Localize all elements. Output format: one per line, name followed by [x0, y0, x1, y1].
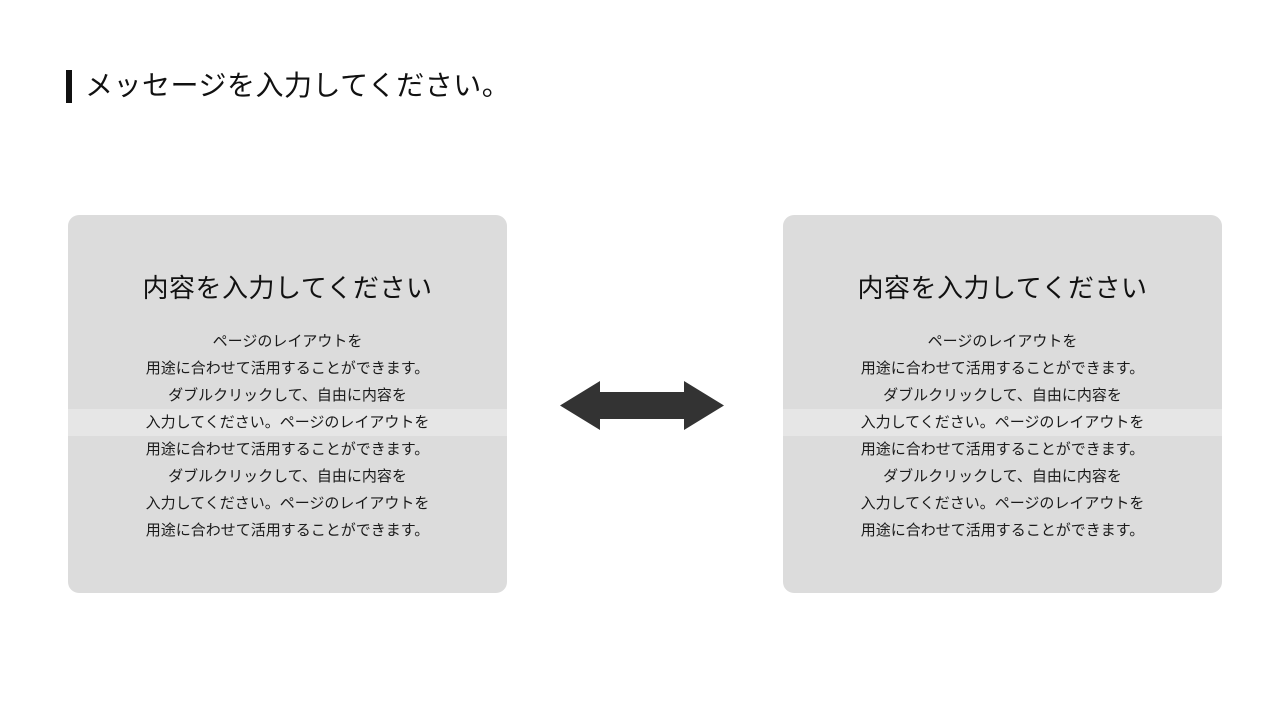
card-right-body-line: 入力してください。ページのレイアウトを	[860, 494, 1145, 512]
card-left-body-line: ダブルクリックして、自由に内容を	[168, 386, 407, 404]
card-right-heading: 内容を入力してください	[857, 274, 1148, 304]
card-right-body-line: 用途に合わせて活用することができます。	[860, 521, 1145, 539]
content-card-left[interactable]: 内容を入力してください ページのレイアウトを 用途に合わせて活用することができま…	[68, 215, 507, 593]
page-title-text: メッセージを入力してください。	[85, 69, 511, 102]
card-right-body-line: ダブルクリックして、自由に内容を	[883, 386, 1122, 404]
card-left-body-line: ダブルクリックして、自由に内容を	[168, 467, 407, 485]
card-left-body[interactable]: ページのレイアウトを 用途に合わせて活用することができます。 ダブルクリックして…	[68, 328, 507, 544]
card-left-body-line: 用途に合わせて活用することができます。	[145, 440, 430, 458]
content-card-right[interactable]: 内容を入力してください ページのレイアウトを 用途に合わせて活用することができま…	[783, 215, 1222, 593]
card-right-body-line: 用途に合わせて活用することができます。	[860, 440, 1145, 458]
card-left-body-line: 用途に合わせて活用することができます。	[145, 521, 430, 539]
page-title: メッセージを入力してください。	[66, 66, 510, 106]
card-left-body-line: 入力してください。ページのレイアウトを	[68, 409, 507, 436]
card-right-body-line: ページのレイアウトを	[927, 332, 1078, 350]
card-left-heading: 内容を入力してください	[142, 274, 433, 304]
card-left-body-line: 用途に合わせて活用することができます。	[145, 359, 430, 377]
card-right-body-line: ダブルクリックして、自由に内容を	[883, 467, 1122, 485]
title-accent-bar	[66, 69, 72, 103]
card-left-body-line: ページのレイアウトを	[212, 332, 363, 350]
double-arrow-horizontal-icon	[560, 378, 724, 433]
card-right-body[interactable]: ページのレイアウトを 用途に合わせて活用することができます。 ダブルクリックして…	[783, 328, 1222, 544]
card-right-body-line: 用途に合わせて活用することができます。	[860, 359, 1145, 377]
card-left-body-line: 入力してください。ページのレイアウトを	[145, 494, 430, 512]
card-right-body-line: 入力してください。ページのレイアウトを	[783, 409, 1222, 436]
